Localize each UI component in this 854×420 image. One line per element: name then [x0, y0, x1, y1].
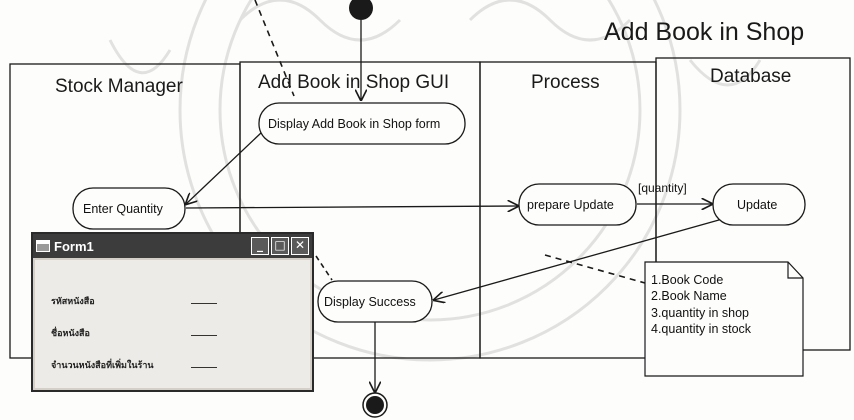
- dashed-connector-form: [315, 255, 333, 281]
- final-node: [362, 392, 388, 418]
- activity-prepare-update-label: prepare Update: [527, 198, 614, 212]
- note-line-4: 4.quantity in stock: [651, 322, 752, 336]
- flow-display-form-to-enter-quantity: [186, 131, 263, 204]
- activity-display-success-label: Display Success: [324, 295, 416, 309]
- activity-enter-quantity: Enter Quantity: [72, 187, 186, 230]
- quantity-field[interactable]: [191, 367, 217, 368]
- lane-title-database: Database: [710, 66, 791, 87]
- form-row-quantity: จำนวนหนังสือที่เพิ่มในร้าน: [51, 358, 300, 376]
- attribute-note: 1.Book Code 2.Book Name 3.quantity in sh…: [644, 261, 804, 377]
- form-row-book-code: รหัสหนังสือ: [51, 294, 300, 312]
- note-line-3: 3.quantity in shop: [651, 306, 749, 320]
- control-flows: [185, 20, 727, 392]
- diagram-title: Add Book in Shop: [604, 18, 804, 46]
- quantity-label: จำนวนหนังสือที่เพิ่มในร้าน: [51, 361, 154, 371]
- book-name-field[interactable]: [191, 335, 217, 336]
- form-row-book-name: ชื่อหนังสือ: [51, 326, 300, 344]
- guard-quantity-label: [quantity]: [638, 181, 687, 195]
- watermark-seal: [108, 0, 762, 362]
- activity-enter-quantity-label: Enter Quantity: [83, 202, 164, 216]
- window-app-icon: [36, 240, 50, 252]
- minimize-button[interactable]: _: [251, 237, 269, 255]
- activity-prepare-update: prepare Update: [518, 183, 637, 226]
- form1-body: รหัสหนังสือ ชื่อหนังสือ จำนวนหนังสือที่เ…: [35, 260, 310, 388]
- book-code-field[interactable]: [191, 303, 217, 304]
- form1-window[interactable]: Form1 _ □ ✕ รหัสหนังสือ ชื่อหนังสือ จำนว…: [31, 232, 314, 392]
- activity-display-form-label: Display Add Book in Shop form: [268, 117, 440, 131]
- form1-title: Form1: [54, 238, 94, 254]
- initial-node: [349, 0, 373, 20]
- flow-update-to-display-success: [434, 217, 727, 300]
- activity-update: Update: [712, 183, 806, 226]
- close-button[interactable]: ✕: [291, 237, 309, 255]
- form1-titlebar[interactable]: Form1 _ □ ✕: [33, 234, 312, 258]
- activity-update-label: Update: [737, 198, 777, 212]
- book-code-label: รหัสหนังสือ: [51, 297, 95, 307]
- flow-enter-quantity-to-prepare-update: [185, 206, 518, 208]
- note-line-2: 2.Book Name: [651, 289, 727, 303]
- lane-title-stock-manager: Stock Manager: [55, 76, 183, 97]
- note-line-1: 1.Book Code: [651, 273, 723, 287]
- book-name-label: ชื่อหนังสือ: [51, 329, 90, 339]
- lane-title-gui: Add Book in Shop GUI: [258, 72, 449, 93]
- maximize-button[interactable]: □: [271, 237, 289, 255]
- activity-display-form: Display Add Book in Shop form: [258, 102, 466, 145]
- activity-display-success: Display Success: [317, 280, 433, 323]
- lane-title-process: Process: [531, 72, 600, 93]
